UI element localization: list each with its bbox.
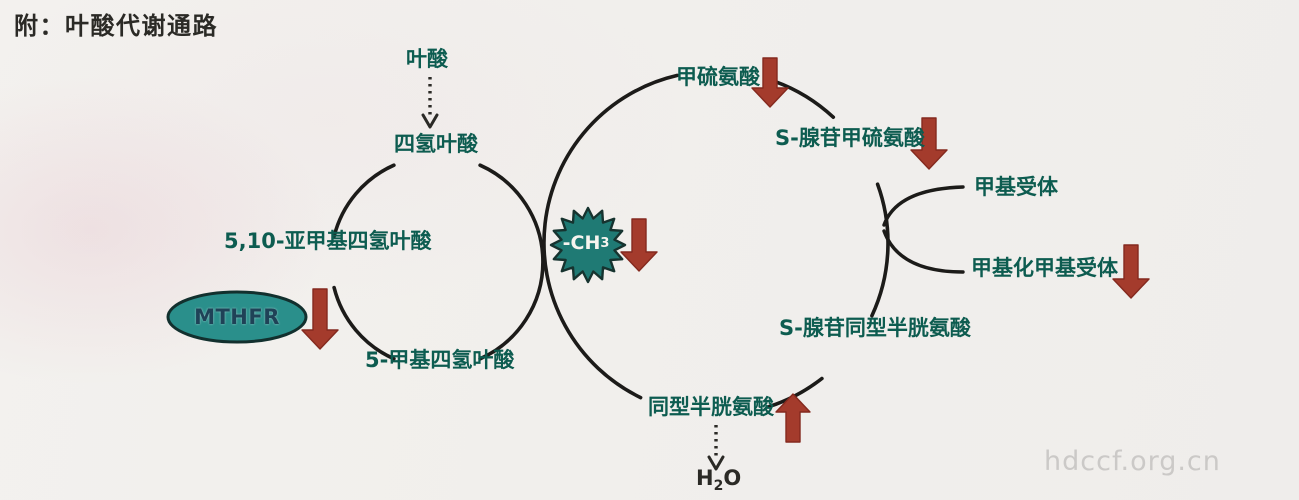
branch-to-methylated-acceptor xyxy=(882,229,965,274)
node-methylene-thf: 5,10-亚甲基四氢叶酸 xyxy=(224,229,432,253)
node-methyl-acceptor: 甲基受体 xyxy=(974,175,1058,199)
water-o: O xyxy=(723,466,742,490)
methionine-cycle-arc-left xyxy=(542,73,680,400)
node-homocysteine: 同型半胱氨酸 xyxy=(648,395,774,419)
node-thf: 四氢叶酸 xyxy=(394,132,478,156)
decrease-arrow-methyl-group-icon xyxy=(620,218,658,272)
mthfr-enzyme-label: MTHFR xyxy=(194,305,280,329)
node-sam: S-腺苷甲硫氨酸 xyxy=(775,126,925,150)
methionine-cycle-arc-upper-right xyxy=(773,79,836,119)
decrease-arrow-mthfr-icon xyxy=(301,288,339,350)
node-water: H2O xyxy=(696,466,741,494)
water-subscript: 2 xyxy=(713,478,724,495)
dotted-arrowhead-homocysteine-to-water xyxy=(707,455,725,471)
increase-arrow-homocysteine-icon xyxy=(775,393,811,443)
node-methionine: 甲硫氨酸 xyxy=(676,65,760,89)
methionine-cycle-arc-right xyxy=(870,182,890,318)
decrease-arrow-methionine-icon xyxy=(751,57,789,108)
node-sah: S-腺苷同型半胱氨酸 xyxy=(779,316,971,340)
ch3-prefix: -CH xyxy=(562,232,601,254)
dotted-arrowhead-folic-to-thf xyxy=(421,113,439,129)
folate-cycle-arc-lower-left xyxy=(332,285,396,361)
decrease-arrow-methylated-acceptor-icon xyxy=(1112,244,1150,299)
node-folic-acid: 叶酸 xyxy=(406,47,448,71)
page-title: 附：叶酸代谢通路 xyxy=(14,12,218,40)
water-h: H xyxy=(696,466,714,490)
folate-cycle-arc-upper-left xyxy=(332,163,396,239)
node-methylated-methyl-acceptor: 甲基化甲基受体 xyxy=(971,256,1118,280)
watermark: hdccf.org.cn xyxy=(1044,446,1221,477)
methionine-cycle-arc-lower-right xyxy=(767,376,824,409)
branch-to-methyl-acceptor xyxy=(882,185,965,227)
decrease-arrow-sam-icon xyxy=(910,117,948,170)
ch3-subscript: 3 xyxy=(600,235,610,251)
ch3-starburst-icon xyxy=(549,206,627,284)
mthfr-enzyme-ellipse xyxy=(166,290,308,344)
folate-cycle-arc-right xyxy=(478,163,545,361)
node-methyl-thf: 5-甲基四氢叶酸 xyxy=(365,348,515,372)
